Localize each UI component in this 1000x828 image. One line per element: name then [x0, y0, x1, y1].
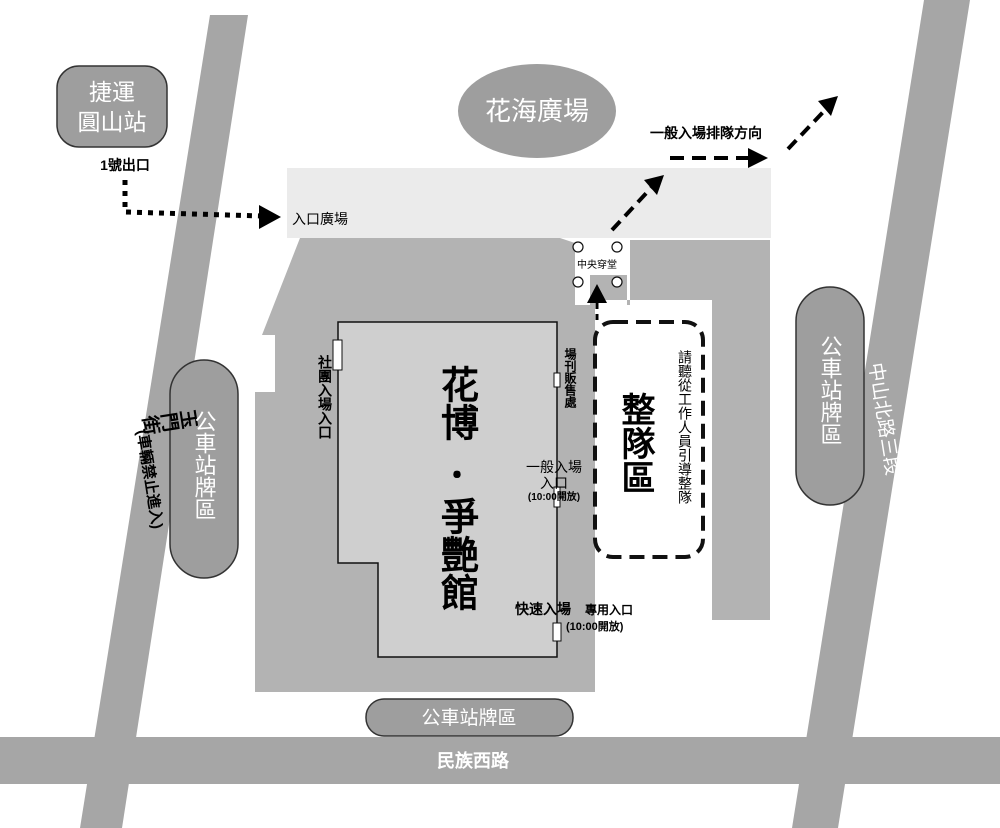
zhongshan-north-road: [792, 0, 970, 828]
mrt-station-bubble: [56, 65, 168, 148]
pillar-marker: [572, 276, 584, 288]
queue-area-title: 整隊區: [615, 392, 655, 494]
queue-diagonal-arrow: [610, 185, 654, 232]
mrt-line2-label: 圓山站: [78, 109, 147, 135]
express-entrance-door: [552, 622, 562, 642]
general-entrance-label-line2: 入口: [540, 475, 568, 491]
pavilion-name: 花博 ・ 爭艷館: [435, 365, 480, 611]
pavilion-name-part1: 花博: [435, 365, 480, 441]
pillar-marker: [611, 276, 623, 288]
mrt-route-arrow: [122, 180, 263, 219]
entrance-plaza-label: 入口廣場: [292, 211, 348, 227]
pavilion-name-dot: ・: [442, 459, 472, 494]
general-entrance-time: (10:00開放): [528, 490, 580, 503]
bus-area-right-label: 公車站牌區: [818, 335, 843, 445]
express-exclusive-label: 專用入口: [585, 602, 633, 617]
publication-sales-label: 場刊販售處: [563, 347, 577, 409]
yumen-street-road: [80, 15, 248, 828]
queue-area-instruction: 請聽從工作人員引導整隊: [676, 350, 692, 505]
general-entrance-label-line1: 一般入場: [526, 459, 582, 475]
express-entrance-label: 快速入場: [515, 601, 571, 617]
group-entrance-label: 社團入場入口: [317, 354, 333, 439]
flower-sea-plaza-label: 花海廣場: [485, 96, 589, 126]
publication-sales-door: [553, 372, 561, 388]
queue-exit-arrow: [786, 107, 828, 151]
queue-diagonal-arrowhead: [644, 175, 664, 195]
mrt-line1-label: 捷運: [89, 79, 135, 105]
queue-area-box: [593, 320, 705, 559]
mrt-route-arrowhead: [259, 205, 281, 229]
central-hall-label: 中央穿堂: [577, 258, 617, 271]
pavilion-building: [337, 321, 558, 658]
minzu-west-road: [0, 737, 1000, 784]
minzu-west-road-label: 民族西路: [437, 750, 510, 771]
entrance-plaza-area: [287, 168, 771, 238]
general-entrance-door: [553, 486, 561, 508]
bus-area-bottom-bubble: [365, 698, 574, 737]
pavilion-name-part2: 爭艷館: [435, 497, 480, 611]
queue-direction-arrowhead: [748, 148, 768, 168]
bus-area-left-bubble: [169, 359, 239, 579]
bus-area-bottom-label: 公車站牌區: [421, 707, 516, 729]
express-time-label: (10:00開放): [566, 619, 624, 633]
mrt-exit-label: 1號出口: [100, 157, 150, 173]
queue-up-arrowhead: [587, 284, 607, 303]
queue-exit-arrowhead: [818, 96, 838, 116]
pillar-marker: [611, 241, 623, 253]
bus-area-right-bubble: [795, 286, 865, 506]
bus-area-left-label: 公車站牌區: [192, 410, 217, 520]
flower-sea-plaza-bubble: [458, 64, 616, 158]
queue-direction-label: 一般入場排隊方向: [650, 125, 762, 141]
pillar-marker: [572, 241, 584, 253]
group-entrance-door: [332, 339, 343, 371]
